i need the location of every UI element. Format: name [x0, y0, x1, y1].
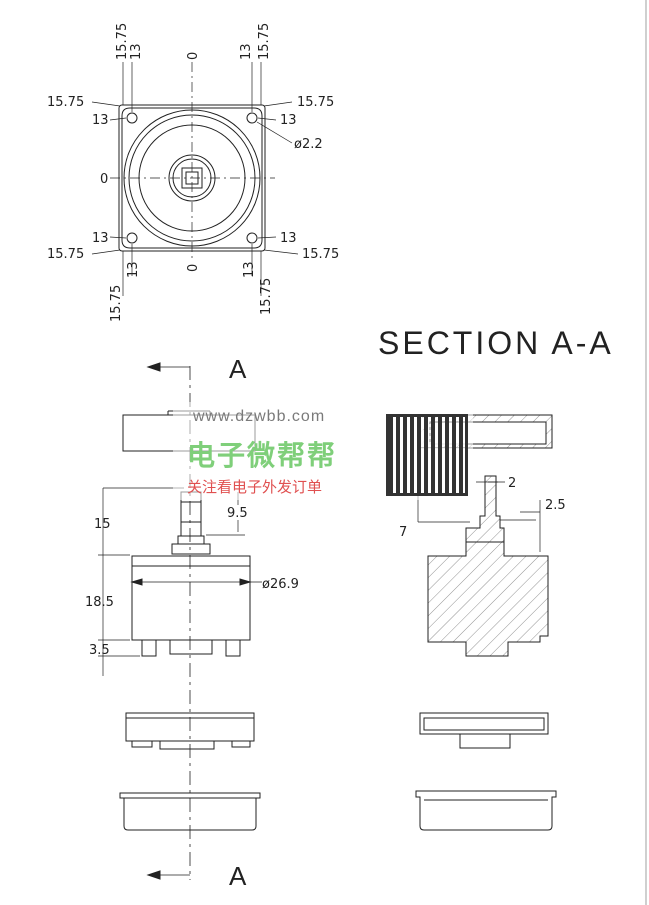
label-dim-2-5: 2.5 [545, 498, 566, 513]
label-dim-9-5: 9.5 [227, 506, 248, 521]
label-tr-v-outer: 15.75 [257, 23, 272, 60]
side-view-labels: 15 9.5 18.5 3.5 ø26.9 [85, 506, 299, 658]
label-tl-h-outer: 15.75 [47, 95, 84, 110]
label-dim-15: 15 [94, 517, 111, 532]
label-tr-h-outer: 15.75 [297, 95, 334, 110]
label-br-h-inner: 13 [280, 231, 297, 246]
label-dim-18-5: 18.5 [85, 595, 114, 610]
section-lower-parts [415, 712, 557, 831]
watermark-title: 电子微帮帮 [187, 439, 338, 472]
side-lower-parts [119, 712, 261, 831]
side-base [119, 792, 261, 831]
label-br-v-outer: 15.75 [259, 278, 274, 315]
section-letter-bottom: A [229, 861, 247, 891]
label-dim-3-5: 3.5 [89, 643, 110, 658]
label-0-top: 0 [186, 52, 201, 60]
side-body [131, 555, 251, 641]
mount-hole-br [246, 232, 258, 244]
label-dim-2: 2 [508, 476, 516, 491]
label-tr-h-inner: 13 [280, 113, 297, 128]
top-view-body [121, 107, 263, 249]
watermark-subtitle: 关注看电子外发订单 [187, 478, 323, 496]
watermark: www.dzwbb.com 电子微帮帮 关注看电子外发订单 [173, 402, 473, 500]
label-0-bottom: 0 [186, 264, 201, 272]
label-tl-v-outer: 15.75 [115, 23, 130, 60]
label-br-h-outer: 15.75 [302, 247, 339, 262]
label-tl-v-inner: 13 [129, 43, 144, 60]
label-hole-dia: ø2.2 [294, 137, 323, 152]
mount-hole-tl [126, 112, 138, 124]
mount-hole-tr [246, 112, 258, 124]
qr-code-icon [386, 414, 468, 496]
section-letter-top: A [229, 354, 247, 384]
top-view [91, 62, 299, 296]
label-0-left: 0 [100, 172, 108, 187]
label-bl-h-outer: 15.75 [47, 247, 84, 262]
label-tr-v-inner: 13 [239, 43, 254, 60]
label-bl-v-outer: 15.75 [109, 285, 124, 322]
top-view-labels: 0 0 0 15.75 13 13 15.75 15.75 13 15.75 1… [47, 23, 339, 322]
section-view-labels: 2 2.5 7 [399, 476, 566, 540]
label-dim-7: 7 [399, 525, 407, 540]
watermark-url[interactable]: www.dzwbb.com [193, 408, 326, 425]
label-bl-v-inner: 13 [126, 261, 141, 278]
mount-hole-bl [126, 232, 138, 244]
section-title: SECTION A-A [378, 325, 614, 361]
label-tl-h-inner: 13 [92, 113, 109, 128]
label-bl-h-inner: 13 [92, 231, 109, 246]
label-dim-dia: ø26.9 [262, 577, 299, 592]
label-br-v-inner: 13 [242, 261, 257, 278]
